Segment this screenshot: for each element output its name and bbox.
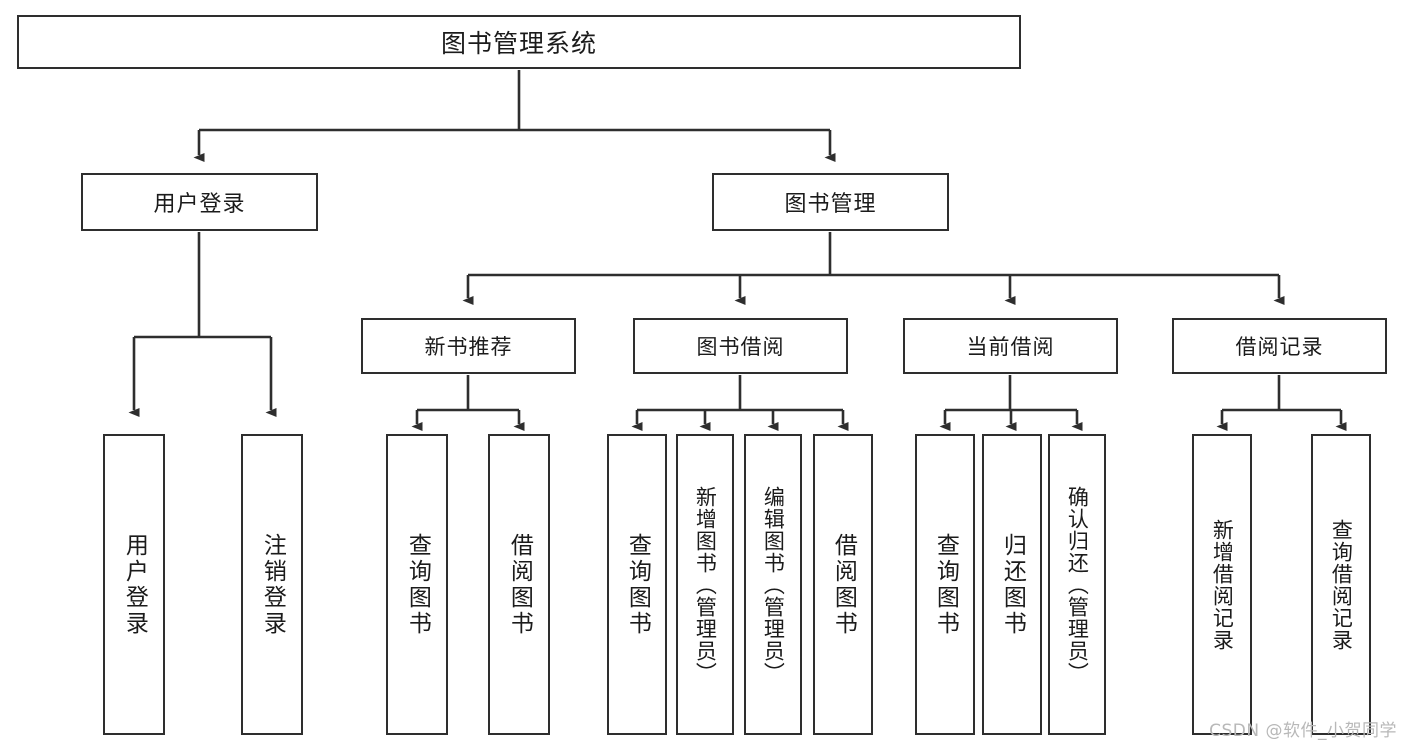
- watermark: CSDN @软件_小贺同学: [1209, 721, 1397, 741]
- leaf-add-book[interactable]: 新增图书（管理员）: [676, 434, 734, 735]
- leaf-user-login-label: 用户登录: [121, 532, 148, 637]
- leaf-add-borrow-record[interactable]: 新增借阅记录: [1192, 434, 1252, 735]
- node-book-borrow[interactable]: 图书借阅: [633, 318, 848, 374]
- leaf-query-book-3[interactable]: 查询图书: [915, 434, 975, 735]
- node-current-borrow-label: 当前借阅: [966, 335, 1055, 359]
- leaf-borrow-book-1-label: 借阅图书: [506, 532, 533, 637]
- leaf-return-book-label: 归还图书: [999, 532, 1026, 637]
- node-book-borrow-label: 图书借阅: [696, 335, 785, 359]
- leaf-return-book[interactable]: 归还图书: [982, 434, 1042, 735]
- node-book-manage-label: 图书管理: [784, 192, 877, 217]
- leaf-borrow-book-2[interactable]: 借阅图书: [813, 434, 873, 735]
- leaf-query-book-1-label: 查询图书: [404, 532, 431, 637]
- leaf-confirm-return[interactable]: 确认归还（管理员）: [1048, 434, 1106, 735]
- leaf-query-borrow-record[interactable]: 查询借阅记录: [1311, 434, 1371, 735]
- leaf-edit-book[interactable]: 编辑图书（管理员）: [744, 434, 802, 735]
- leaf-edit-book-label: 编辑图书（管理员）: [761, 485, 786, 684]
- node-user-login-label: 用户登录: [153, 192, 246, 217]
- node-new-book-recommend-label: 新书推荐: [424, 335, 513, 359]
- leaf-borrow-book-2-label: 借阅图书: [830, 532, 857, 637]
- node-user-login[interactable]: 用户登录: [81, 173, 318, 231]
- node-new-book-recommend[interactable]: 新书推荐: [361, 318, 576, 374]
- node-borrow-record-label: 借阅记录: [1235, 335, 1324, 359]
- leaf-query-book-2[interactable]: 查询图书: [607, 434, 667, 735]
- leaf-user-logout-label: 注销登录: [259, 532, 286, 637]
- leaf-query-borrow-record-label: 查询借阅记录: [1329, 518, 1354, 651]
- leaf-query-book-2-label: 查询图书: [624, 532, 651, 637]
- node-current-borrow[interactable]: 当前借阅: [903, 318, 1118, 374]
- node-root[interactable]: 图书管理系统: [17, 15, 1021, 69]
- leaf-query-book-3-label: 查询图书: [932, 532, 959, 637]
- node-book-manage[interactable]: 图书管理: [712, 173, 949, 231]
- leaf-query-book-1[interactable]: 查询图书: [386, 434, 448, 735]
- leaf-add-book-label: 新增图书（管理员）: [693, 485, 718, 684]
- node-borrow-record[interactable]: 借阅记录: [1172, 318, 1387, 374]
- node-root-label: 图书管理系统: [440, 29, 597, 58]
- leaf-user-login[interactable]: 用户登录: [103, 434, 165, 735]
- leaf-user-logout[interactable]: 注销登录: [241, 434, 303, 735]
- leaf-confirm-return-label: 确认归还（管理员）: [1065, 485, 1090, 684]
- leaf-add-borrow-record-label: 新增借阅记录: [1210, 518, 1235, 651]
- leaf-borrow-book-1[interactable]: 借阅图书: [488, 434, 550, 735]
